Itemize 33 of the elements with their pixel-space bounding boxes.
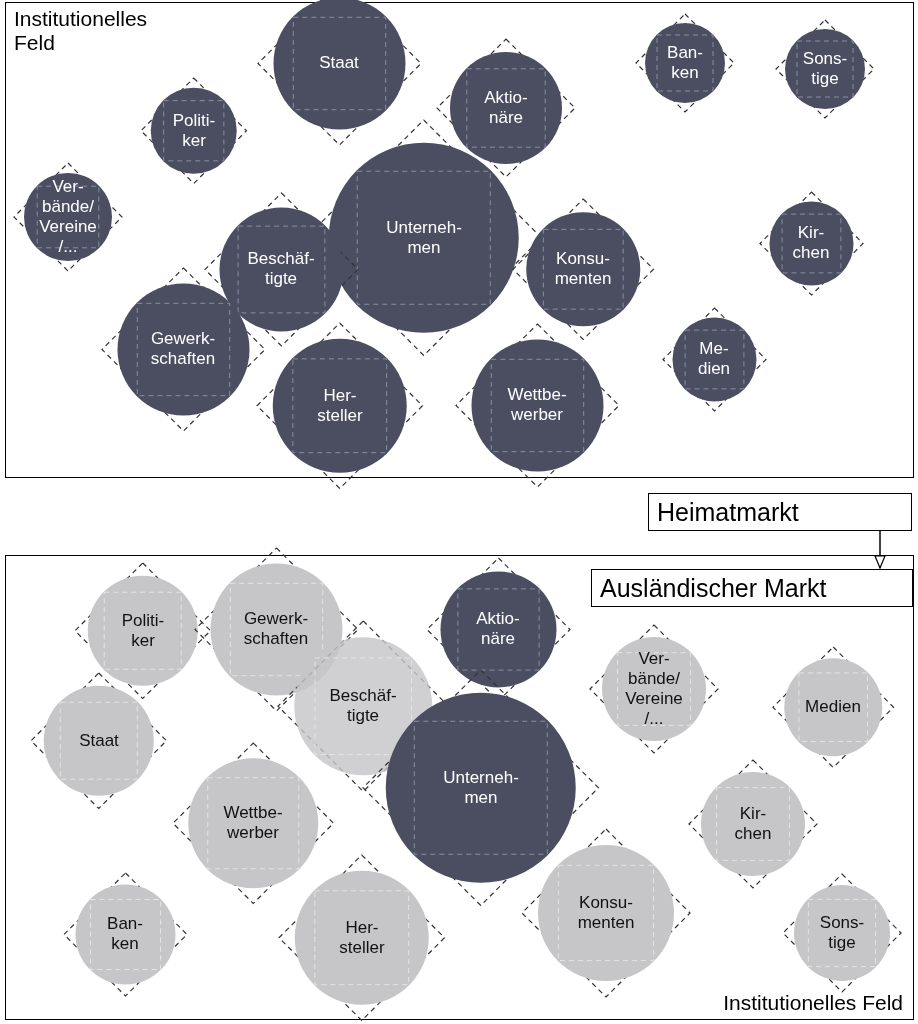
- node-label: Staat: [319, 53, 359, 73]
- node-label: Beschäf- tigte: [247, 249, 315, 289]
- node-label: Unterneh- men: [443, 768, 519, 808]
- node-label: Sons- tige: [802, 49, 848, 89]
- node-label: Kir- chen: [792, 223, 830, 263]
- node-label: Staat: [79, 731, 119, 751]
- node-label: Gewerk- schaften: [243, 609, 309, 649]
- node-label: Konsu- menten: [577, 893, 635, 933]
- node-label: Kir- chen: [734, 804, 772, 844]
- node-label: Wettbe- werber: [507, 385, 567, 425]
- node-label: Ver- bände/ Vereine /...: [39, 177, 97, 257]
- node-label: Aktio- näre: [484, 88, 528, 128]
- node-label: Unterneh- men: [386, 218, 462, 258]
- node-label: Sons- tige: [819, 913, 865, 953]
- node-label: Gewerk- schaften: [150, 329, 216, 369]
- node-label: Ban- ken: [107, 914, 143, 954]
- node-label: Konsu- menten: [554, 249, 612, 289]
- node-label: Wettbe- werber: [223, 803, 283, 843]
- label-box: Ausländischer Markt: [591, 569, 913, 607]
- panel-title: Institutionelles Feld: [14, 7, 148, 55]
- node-label: Beschäf- tigte: [329, 686, 397, 726]
- node-label: Me- dien: [697, 339, 731, 379]
- label-box: Heimatmarkt: [648, 493, 912, 531]
- node-label: Her- steller: [317, 386, 363, 426]
- arrow: [874, 530, 886, 569]
- node-label: Medien: [805, 697, 861, 717]
- node-label: Ban- ken: [667, 43, 703, 83]
- node-label: Aktio- näre: [476, 609, 520, 649]
- node-label: Politi- ker: [121, 611, 165, 651]
- node-label: Politi- ker: [172, 111, 216, 151]
- node-label: Her- steller: [339, 918, 385, 958]
- panel-title: Institutionelles Feld: [723, 991, 903, 1015]
- node-label: Ver- bände/ Vereine /...: [625, 649, 683, 729]
